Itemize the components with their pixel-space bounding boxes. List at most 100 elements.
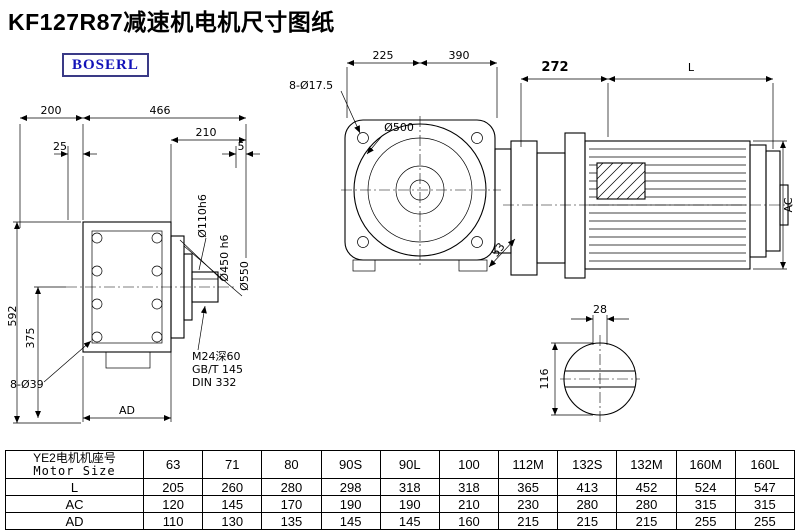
size-col-header: 160L bbox=[734, 450, 796, 479]
motor-size-table: YE2电机机座号 Motor Size 63 71 80 90S 90L 100… bbox=[5, 450, 796, 530]
table-cell: 120 bbox=[142, 495, 204, 513]
size-col-header: 90L bbox=[379, 450, 440, 479]
shaft-diameter-label: Ø110h6 bbox=[196, 194, 209, 238]
dimension-motor-diameter-ac: AC bbox=[753, 140, 795, 270]
table-cell: 130 bbox=[202, 512, 263, 530]
row-label: AD bbox=[5, 512, 144, 530]
gearbox-housing-outline bbox=[82, 221, 172, 369]
table-cell: 190 bbox=[320, 495, 381, 513]
output-shaft-end-view bbox=[560, 335, 640, 423]
size-col-header: 100 bbox=[438, 450, 500, 479]
table-cell: 145 bbox=[202, 495, 263, 513]
table-cell: 280 bbox=[261, 478, 322, 496]
motor-size-header-cell: YE2电机机座号 Motor Size bbox=[5, 450, 144, 479]
table-cell: 110 bbox=[142, 512, 204, 530]
row-label: AC bbox=[5, 495, 144, 513]
dimension-225: 225 bbox=[346, 49, 420, 118]
dia-500-label: Ø500 bbox=[384, 121, 414, 134]
dimension-390: 390 bbox=[420, 49, 498, 118]
dimension-210: 210 bbox=[170, 126, 246, 234]
table-cell: 135 bbox=[261, 512, 322, 530]
thread-note-label: M24深60 bbox=[192, 350, 241, 363]
gear-unit-front-face bbox=[341, 116, 501, 272]
dimension-key-width-28: 28 bbox=[571, 303, 629, 345]
motor-adapter-housing bbox=[494, 140, 566, 276]
size-col-header: 90S bbox=[320, 450, 381, 479]
table-cell: 318 bbox=[438, 478, 500, 496]
size-col-header: 71 bbox=[202, 450, 263, 479]
table-cell: 260 bbox=[202, 478, 263, 496]
table-cell: 215 bbox=[616, 512, 677, 530]
shaft-end-thread-note: M24深60 GB/T 145 DIN 332 bbox=[192, 305, 243, 389]
dimension-motor-length: L bbox=[608, 61, 774, 149]
logo-text: BOSERL bbox=[72, 57, 139, 73]
motor-size-label-en: Motor Size bbox=[33, 463, 116, 478]
dimension-592: 592 bbox=[8, 221, 81, 424]
size-col-header: 63 bbox=[142, 450, 204, 479]
table-cell: 524 bbox=[675, 478, 736, 496]
table-cell: 318 bbox=[379, 478, 440, 496]
dimension-466: 466 bbox=[83, 104, 247, 258]
dim-272-label: 272 bbox=[541, 60, 568, 75]
table-cell: 298 bbox=[320, 478, 381, 496]
dim-375-label: 375 bbox=[24, 328, 37, 349]
motor-size-label-cn: YE2电机机座号 bbox=[33, 450, 116, 465]
dim-L-label: L bbox=[688, 61, 695, 74]
dimension-5: 5 bbox=[222, 140, 260, 168]
table-cell: 547 bbox=[734, 478, 796, 496]
dim-592-label: 592 bbox=[8, 306, 19, 327]
table-cell: 315 bbox=[734, 495, 796, 513]
table-cell: 215 bbox=[498, 512, 559, 530]
table-cell: 210 bbox=[438, 495, 500, 513]
size-col-header: 112M bbox=[498, 450, 559, 479]
dim-AC-label: AC bbox=[782, 197, 795, 212]
table-cell: 145 bbox=[379, 512, 440, 530]
table-cell: 190 bbox=[379, 495, 440, 513]
holes-175-label: 8-Ø17.5 bbox=[289, 79, 333, 92]
table-cell: 145 bbox=[320, 512, 381, 530]
size-col-header: 160M bbox=[675, 450, 736, 479]
spigot-diameter-label: Ø450 h6 bbox=[218, 234, 231, 281]
table-cell: 230 bbox=[498, 495, 559, 513]
row-label: L bbox=[5, 478, 144, 496]
dimension-ad: AD bbox=[82, 342, 172, 422]
table-cell: 255 bbox=[734, 512, 796, 530]
gearbox-side-view-drawing: 200 466 210 5 25 592 bbox=[8, 104, 260, 424]
table-cell: 315 bbox=[675, 495, 736, 513]
table-row-AC: AC 120 145 170 190 190 210 230 280 280 3… bbox=[5, 495, 796, 513]
size-col-header: 132S bbox=[557, 450, 618, 479]
dim-210-label: 210 bbox=[196, 126, 217, 139]
dimension-shaft-116: 116 bbox=[538, 342, 593, 416]
table-cell: 255 bbox=[675, 512, 736, 530]
gearbox-front-view-with-motor-drawing: 225 390 8-Ø17.5 Ø500 272 L bbox=[289, 49, 795, 423]
dim-390-label: 390 bbox=[449, 49, 470, 62]
size-col-header: 80 bbox=[261, 450, 322, 479]
holes-39-label: 8-Ø39 bbox=[10, 378, 44, 391]
flange-diameter-callout: Ø500 bbox=[366, 121, 414, 155]
table-cell: 413 bbox=[557, 478, 618, 496]
dimension-25: 25 bbox=[53, 140, 97, 220]
table-row-AD: AD 110 130 135 145 145 160 215 215 215 2… bbox=[5, 512, 796, 530]
table-header-row: YE2电机机座号 Motor Size 63 71 80 90S 90L 100… bbox=[5, 450, 796, 479]
din-standard-label: DIN 332 bbox=[192, 376, 236, 389]
dim-116-label: 116 bbox=[538, 369, 551, 390]
table-cell: 280 bbox=[616, 495, 677, 513]
boserl-logo: BOSERL bbox=[62, 53, 149, 77]
flange-diameter-label: Ø550 bbox=[238, 261, 251, 291]
table-cell: 452 bbox=[616, 478, 677, 496]
dim-200-label: 200 bbox=[41, 104, 62, 117]
dimension-375: 375 bbox=[24, 286, 66, 418]
dim-5-label: 5 bbox=[238, 140, 245, 153]
table-cell: 280 bbox=[557, 495, 618, 513]
gb-standard-label: GB/T 145 bbox=[192, 363, 243, 376]
dim-ad-label: AD bbox=[119, 404, 135, 417]
size-col-header: 132M bbox=[616, 450, 677, 479]
output-flange-and-shaft bbox=[66, 235, 236, 339]
dim-225-label: 225 bbox=[373, 49, 394, 62]
dim-466-label: 466 bbox=[150, 104, 171, 117]
table-cell: 160 bbox=[438, 512, 500, 530]
table-cell: 365 bbox=[498, 478, 559, 496]
table-cell: 170 bbox=[261, 495, 322, 513]
dim-28-label: 28 bbox=[593, 303, 607, 316]
electric-motor bbox=[503, 132, 793, 279]
